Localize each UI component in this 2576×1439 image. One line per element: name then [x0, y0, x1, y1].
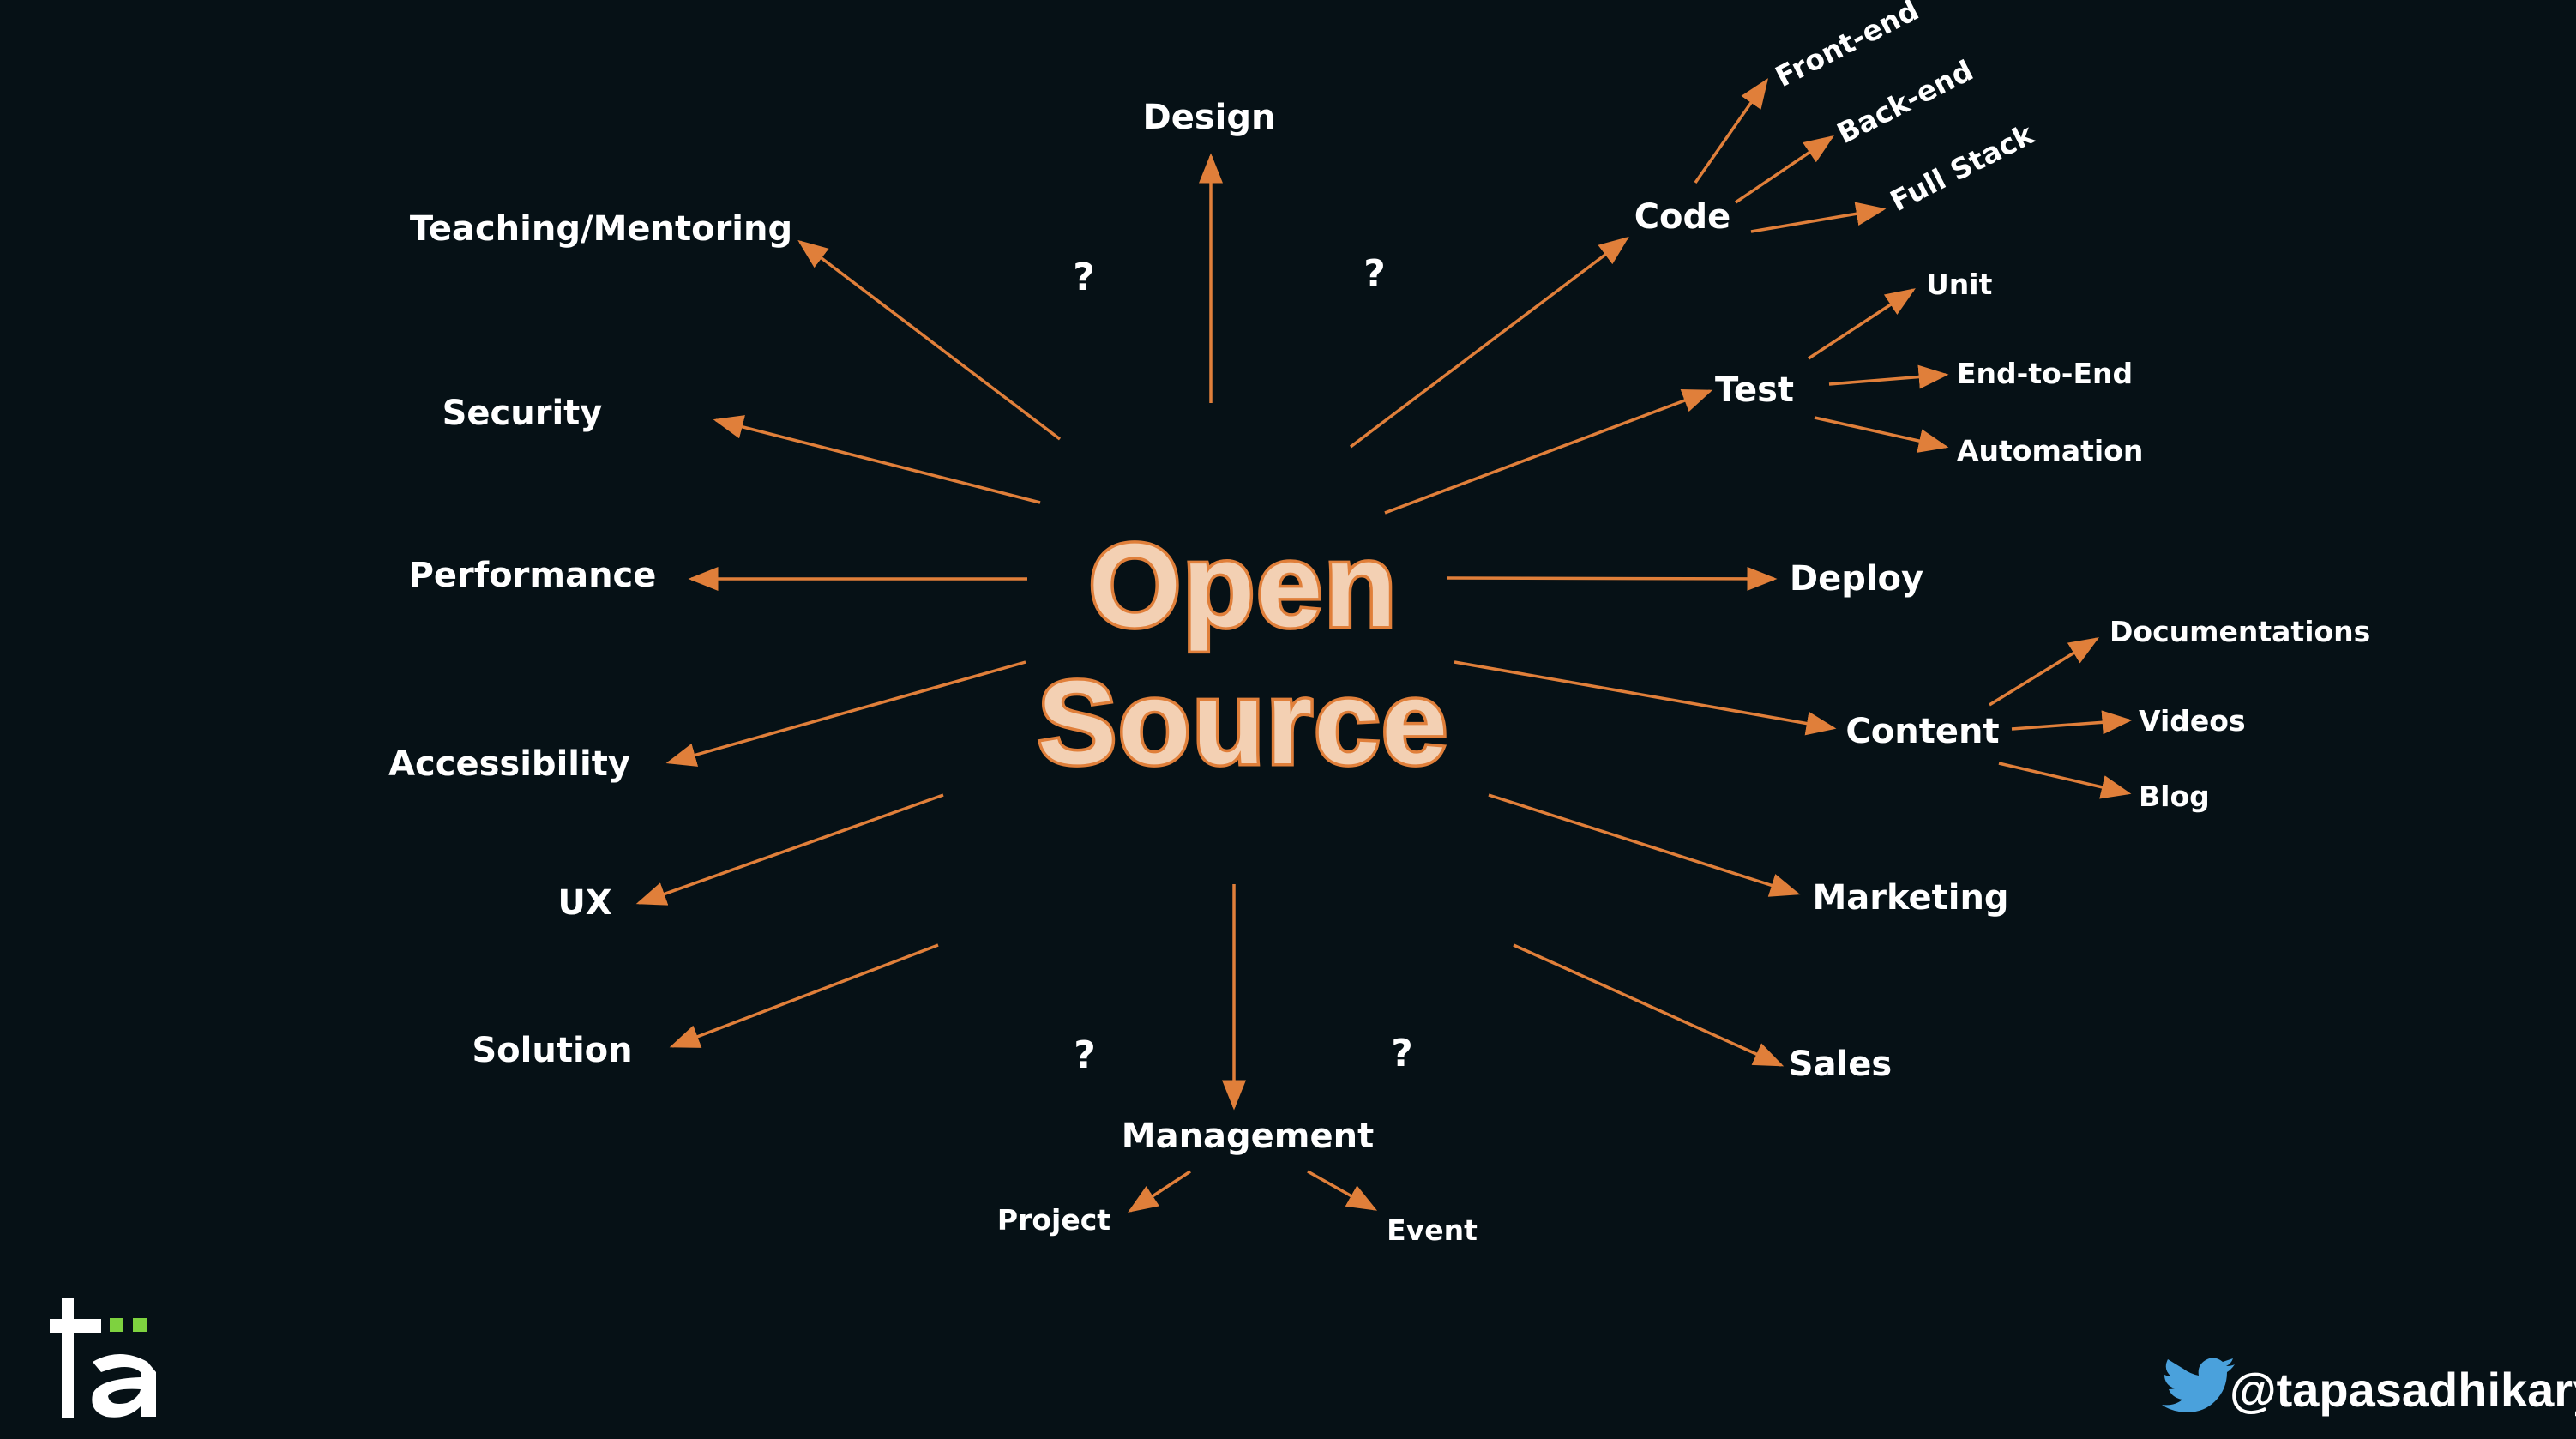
- arrow-accessibility: [665, 660, 1026, 767]
- arrows: [635, 78, 2133, 1213]
- arrow-blog: [1998, 762, 2132, 799]
- arrow-sales: [1513, 943, 1785, 1067]
- sub-end-to-end: End-to-End: [1957, 357, 2133, 390]
- arrow-back-end: [1735, 135, 1834, 204]
- arrow-solution: [669, 943, 939, 1048]
- arrow-ux: [635, 793, 944, 906]
- branch-content: Content: [1845, 712, 1999, 751]
- arrow-marketing: [1488, 793, 1801, 897]
- branch-ux: UX: [557, 883, 611, 923]
- branch-marketing: Marketing: [1812, 878, 2008, 918]
- branch-solution: Solution: [472, 1031, 632, 1070]
- sub-blog: Blog: [2139, 780, 2210, 813]
- sub-videos: Videos: [2139, 704, 2246, 738]
- arrow-project: [1128, 1170, 1191, 1213]
- branch-code: Code: [1634, 197, 1731, 237]
- center-title-line1: Open: [1089, 520, 1399, 652]
- arrow-deploy: [1447, 566, 1778, 591]
- branch-sales: Sales: [1789, 1045, 1892, 1084]
- ta-logo: [50, 1298, 156, 1418]
- arrow-event: [1307, 1170, 1378, 1211]
- question-mark-top-right: ?: [1363, 252, 1386, 296]
- question-mark-top-left: ?: [1073, 256, 1095, 299]
- question-mark-bottom-left: ?: [1074, 1033, 1096, 1077]
- sub-front-end: Front-end: [1770, 0, 1924, 93]
- arrow-automation: [1814, 416, 1949, 453]
- twitter-handle-text: @tapasadhikary: [2230, 1363, 2576, 1417]
- arrow-videos: [2011, 710, 2133, 735]
- arrow-unit: [1808, 288, 1916, 360]
- arrow-content: [1454, 660, 1837, 736]
- sub-documentations: Documentations: [2110, 615, 2370, 648]
- arrow-teaching: [797, 239, 1062, 441]
- twitter-bird-icon: [2162, 1358, 2235, 1412]
- sub-project: Project: [997, 1203, 1110, 1237]
- branch-test: Test: [1715, 370, 1794, 410]
- arrow-full-stack: [1750, 202, 1887, 233]
- branch-management: Management: [1122, 1117, 1374, 1156]
- arrow-test: [1384, 388, 1713, 515]
- arrow-security: [713, 415, 1041, 504]
- branch-teaching-mentoring: Teaching/Mentoring: [410, 209, 792, 249]
- branch-accessibility: Accessibility: [388, 744, 630, 784]
- arrow-documentations: [1989, 637, 2099, 707]
- arrow-front-end: [1694, 78, 1769, 184]
- sub-automation: Automation: [1957, 434, 2143, 467]
- branch-deploy: Deploy: [1790, 559, 1923, 599]
- branch-performance: Performance: [409, 556, 657, 595]
- center-title-line2: Source: [1038, 657, 1449, 789]
- sub-event: Event: [1387, 1213, 1478, 1247]
- arrow-code: [1349, 236, 1629, 449]
- branch-security: Security: [442, 394, 603, 433]
- twitter-handle: @tapasadhikary: [2162, 1358, 2576, 1417]
- question-mark-bottom-right: ?: [1391, 1032, 1413, 1075]
- arrow-end-to-end: [1828, 364, 1949, 389]
- sub-full-stack: Full Stack: [1885, 117, 2040, 218]
- sub-unit: Unit: [1926, 268, 1993, 301]
- branch-design: Design: [1143, 98, 1276, 137]
- sub-back-end: Back-end: [1832, 53, 1978, 150]
